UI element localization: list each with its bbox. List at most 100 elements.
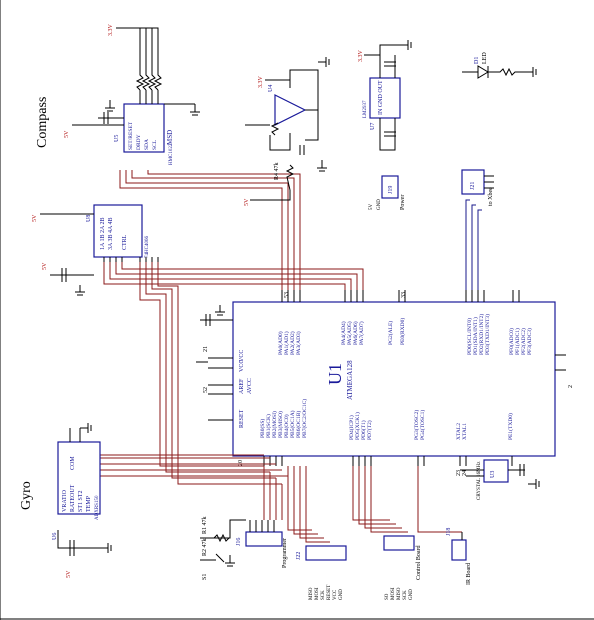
mcu-bottom-pin-stubs — [263, 456, 513, 466]
mcu-port-f-labels: PF0(ADC0) PF1(ADC1) PF2(ADC2) PF3(ADC3) — [508, 328, 533, 355]
compass-label: MSD — [166, 130, 174, 145]
ctrl-pin-miso: MISO — [397, 587, 402, 600]
svg-text:3A 3B 4A 4B: 3A 3B 4A 4B — [108, 217, 114, 250]
xbee-connector-j21: J21 to Xbee — [461, 169, 494, 206]
mcu-top-pin-stubs — [281, 290, 520, 302]
mux-part: 74HC4066 — [145, 236, 150, 258]
programmer-ref: J16 — [236, 538, 242, 546]
svg-text:CTRL: CTRL — [122, 234, 128, 250]
mcu-pin-pg2: PG2(ALE) — [387, 321, 394, 345]
mux-ref: U8 — [86, 215, 92, 222]
mcu-pin-pd4: PD4(ICP1) — [348, 415, 355, 440]
mcu-ref: U1 — [325, 363, 345, 385]
mcu-pin-pg3: PG3(TOSC2) — [413, 410, 420, 440]
xbee-label: to Xbee — [488, 187, 494, 206]
compass-5v: 5V — [64, 130, 70, 138]
gyro-section-title: Gyro — [19, 481, 34, 510]
prog-pin-sck: SCK — [321, 590, 326, 600]
programmer-label: Programmer — [282, 538, 288, 568]
gyro-ref: U6 — [52, 533, 58, 540]
svg-text:TEMP: TEMP — [86, 495, 92, 512]
mcu-pin-reset: RESET — [239, 409, 245, 428]
mcu-pin-pd6: PD6(T1) — [360, 420, 367, 440]
mcu-pin-pd1: PD1(SDA/INT1) — [472, 317, 479, 355]
svg-text:DRDY: DRDY — [136, 134, 142, 150]
mcu-pinnum-24: 24 — [462, 470, 468, 476]
reset-circuit: R1 47k R2 47k S1 — [200, 516, 246, 580]
ctrl-pin-sck: SCK — [403, 590, 408, 600]
mcu-pinnum-20: 20 — [238, 460, 244, 466]
mcu-left-pin-stubs — [208, 357, 233, 421]
ldo-u7: IN GND OUT LM2937 U7 3.3V — [358, 40, 412, 151]
mcu-pin-pd2: PD2(RXD1/INT2) — [478, 314, 485, 355]
serial-ref: J22 — [296, 552, 302, 560]
svg-text:RATEOUT: RATEOUT — [70, 484, 76, 512]
mcu-pin-pa1: PA1(AD1) — [283, 331, 290, 355]
mcu-pin-pb3: PB3(MISO) — [277, 411, 284, 438]
mcu-pin-xtal2: XTAL2 — [456, 423, 462, 440]
opamp-supply: 3.3V — [258, 76, 264, 89]
mcu-pin-pb1: PB1(SCK) — [265, 414, 272, 438]
mcu-part: ATMEGA128 — [346, 360, 354, 400]
compass-part: HMC1022 — [169, 143, 174, 165]
mcu-pinnum-52: 52 — [203, 387, 209, 393]
prog-pin-gnd: GND — [339, 589, 344, 600]
cap-c12: 5V — [42, 262, 94, 296]
svg-text:SCL: SCL — [152, 139, 158, 150]
ldo-part: LM2937 — [363, 100, 368, 118]
mcu-pin-vcc1: VCC — [239, 360, 245, 372]
mcu-port-b-labels: PB0(SS) PB1(SCK) PB2(MOSI) PB3(MISO) PB4… — [259, 399, 308, 438]
led-ref: D1 — [474, 57, 480, 64]
prog-pin-vcc: VCC — [333, 589, 338, 600]
compass-section-title: Compass — [35, 97, 50, 148]
opamp-5v: 5V — [244, 198, 250, 206]
mcu-pin-pb6: PB6(OC1B) — [295, 411, 302, 438]
compass-u5: SET/RESET DRDY SDA SCL MSD HMC1022 U5 3.… — [64, 24, 200, 165]
led-label: LED — [482, 52, 488, 64]
mcu-pin-pa2: PA2(AD2) — [289, 331, 296, 355]
compass-ref: U5 — [114, 135, 120, 142]
crystal-part: CRYSTAL 16MHz — [477, 461, 482, 500]
sensor-bus-traces — [99, 170, 482, 543]
prog-pin-reset: RESET — [327, 585, 332, 600]
mcu-pin-pa0: PA0(AD0) — [277, 331, 284, 355]
control-label: Control Board — [416, 546, 422, 581]
gyro-u6: COM VRATIO RATEOUT ST1 ST2 TEMP ADXRS150… — [52, 423, 112, 578]
mcu-pinnum-53: 53 — [284, 292, 290, 298]
mux-supply: 5V — [32, 214, 38, 222]
gyro-part: ADXRS150 — [95, 495, 100, 520]
mcu-body — [232, 301, 556, 457]
mcu-pin-pd7: PD7(T2) — [366, 420, 373, 440]
ir-ref: J18 — [446, 528, 452, 536]
opamp-u4: U4 3.3V 5V R4 47k — [244, 57, 330, 206]
res-r4: R4 47k — [274, 162, 280, 180]
prog-pin-miso: MISO — [309, 587, 314, 600]
compass-supply: 3.3V — [108, 24, 114, 37]
crystal-ref: U3 — [490, 471, 496, 478]
serial-connector-j22: J22 MISO MOSI SCK RESET VCC GND — [296, 545, 347, 600]
ir-connector-j18: J18 IR Board — [446, 528, 472, 585]
mcu-pin-aref: AREF — [239, 378, 245, 394]
mcu-pin-pb5: PB5(OC1A) — [289, 410, 296, 438]
mcu-pin-pb7: PB7(OC2/OC1C) — [301, 399, 308, 438]
mcu-pin-pe0: PE0(RXD0) — [399, 318, 406, 345]
ldo-supply: 3.3V — [358, 50, 364, 63]
mcu-pin-pf1: PF1(ADC1) — [514, 328, 521, 355]
prog-pin-mosi: MOSI — [315, 587, 320, 600]
mcu-pin-pf0: PF0(ADC0) — [508, 328, 515, 355]
mcu-port-a-labels: PA0(AD0) PA1(AD1) PA2(AD2) PA3(AD3) PA4(… — [277, 321, 365, 355]
svg-text:SET/RESET: SET/RESET — [128, 121, 134, 150]
mux-u8: 1A 1B 2A 2B 3A 3B 4A 4B CTRL 74HC4066 U8… — [32, 204, 159, 262]
mcu-pin-pa7: PA7(AD7) — [358, 321, 365, 345]
power-pin-5v: 5V — [369, 204, 374, 211]
ctrl-pin-gnd: GND — [409, 589, 414, 600]
ir-label: IR Board — [466, 563, 472, 585]
control-connector-j17: Control Board SO MOSI MISO SCK GND — [383, 535, 422, 600]
res-r1: R1 47k — [202, 516, 208, 534]
ldo-ref: U7 — [370, 123, 376, 130]
ctrl-pin-mosi: MOSI — [391, 587, 396, 600]
led-d1: D1 LED — [462, 52, 537, 79]
mcu-pinnum-2: 2 — [568, 385, 574, 388]
mcu-pin-pf2: PF2(ADC2) — [520, 328, 527, 355]
